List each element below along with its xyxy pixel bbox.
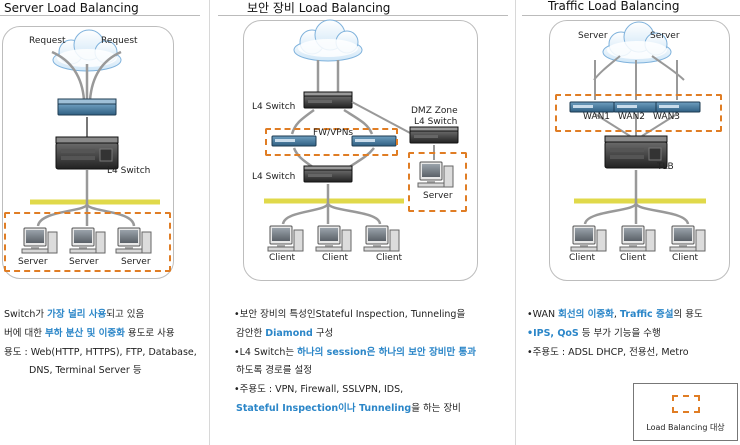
sec-dmz-l4-label: L4 Switch [414, 117, 458, 127]
tlb-wan1-label: WAN1 [583, 112, 611, 122]
legend-box: Load Balancing 대상 [633, 383, 738, 441]
note-highlight: Diamond [265, 328, 313, 339]
lb-target-dmz-box [408, 152, 467, 212]
tlb-server-label-left: Server [578, 31, 608, 41]
security-note-4: 하도록 경로를 설정 [236, 365, 312, 376]
note-highlight: 가장 널리 사용 [47, 309, 107, 320]
sec-dmz-label: DMZ Zone [411, 106, 458, 116]
slb-switch-label: L4 Switch [107, 166, 151, 176]
note-text: •L4 Switch는 [234, 347, 298, 358]
sec-server-label: Server [423, 191, 453, 201]
server-note-3: 용도 : Web(HTTP, HTTPS), FTP, Database, [4, 347, 197, 358]
sec-client-label-3: Client [376, 253, 403, 263]
note-text: 버에 대한 [4, 328, 45, 339]
server-lb-title: Server Load Balancing [4, 1, 139, 15]
note-text: 용도로 사용 [124, 328, 175, 339]
traffic-note-1: •WAN 회선의 이중화, Traffic 증설의 용도 [527, 306, 703, 324]
request-label-left: Request [29, 36, 66, 46]
sec-fw-label: FW/VPNs [313, 128, 354, 138]
lb-target-fw-box [265, 128, 398, 156]
tlb-client-label-2: Client [620, 253, 647, 263]
security-note-1: •보안 장비의 특성인Stateful Inspection, Tunnelin… [234, 309, 466, 320]
tlb-wan2-label: WAN2 [618, 112, 646, 122]
sec-l4-bottom-label: L4 Switch [252, 172, 296, 182]
security-lb-title: 보안 장비 Load Balancing [247, 1, 391, 15]
legend-label: Load Balancing 대상 [646, 423, 725, 432]
note-highlight: Stateful Inspection이나 Tunneling [236, 403, 412, 414]
slb-server-label-1: Server [18, 257, 48, 267]
legend-dashed-sample [672, 395, 700, 413]
note-text: Switch가 [4, 309, 48, 320]
tlb-switch-label: TLB [657, 162, 674, 172]
traffic-lb-title: Traffic Load Balancing [548, 0, 680, 13]
tlb-wan3-label: WAN3 [653, 112, 681, 122]
security-note-3: •L4 Switch는 하나의 session은 하나의 보안 장비만 통과 [234, 344, 476, 362]
server-lb-diagram [21, 29, 160, 254]
note-text: 되고 있음 [106, 309, 145, 320]
note-highlight: 회선의 이중화 [558, 309, 614, 320]
column-separator [209, 0, 210, 445]
security-note-2: 감안한 Diamond 구성 [236, 325, 333, 343]
note-highlight: Traffic 증설 [619, 309, 674, 320]
note-text: 감안한 [236, 328, 266, 339]
note-highlight: •IPS, QoS [527, 328, 579, 339]
column-separator [515, 0, 516, 445]
tlb-server-label-right: Server [650, 31, 680, 41]
lb-target-wan-box [555, 94, 722, 132]
request-label-right: Request [101, 36, 138, 46]
tlb-client-label-3: Client [672, 253, 699, 263]
security-note-6: Stateful Inspection이나 Tunneling을 하는 장비 [236, 400, 461, 418]
traffic-lb-diagram [569, 21, 706, 252]
note-text: 구성 [312, 328, 334, 339]
server-note-2: 버에 대한 부하 분산 및 이중화 용도로 사용 [4, 325, 175, 343]
header-underline [522, 15, 740, 16]
security-note-5: •주용도 : VPN, Firewall, SSLVPN, IDS, [234, 384, 404, 395]
traffic-note-3: •주용도 : ADSL DHCP, 전용선, Metro [527, 347, 689, 358]
sec-client-label-1: Client [269, 253, 296, 263]
tlb-client-label-1: Client [569, 253, 596, 263]
header-underline [218, 15, 508, 16]
note-text: •WAN [527, 309, 559, 320]
traffic-note-2: •IPS, QoS 등 부가 기능을 수행 [527, 325, 661, 343]
note-text: 을 하는 장비 [411, 403, 461, 414]
note-text: , [613, 309, 620, 320]
server-note-4: DNS, Terminal Server 등 [29, 365, 142, 376]
sec-client-label-2: Client [322, 253, 349, 263]
server-note-1: Switch가 가장 널리 사용되고 있음 [4, 306, 144, 324]
note-highlight: 부하 분산 및 이중화 [45, 328, 125, 339]
header-underline [0, 15, 200, 16]
sec-l4-top-label: L4 Switch [252, 102, 296, 112]
slb-server-label-3: Server [121, 257, 151, 267]
note-highlight: 하나의 session은 하나의 보안 장비만 통과 [297, 347, 476, 358]
lb-target-servers-box [4, 212, 171, 272]
slb-server-label-2: Server [69, 257, 99, 267]
note-text: 등 부가 기능을 수행 [578, 328, 661, 339]
note-text: 의 용도 [673, 309, 703, 320]
